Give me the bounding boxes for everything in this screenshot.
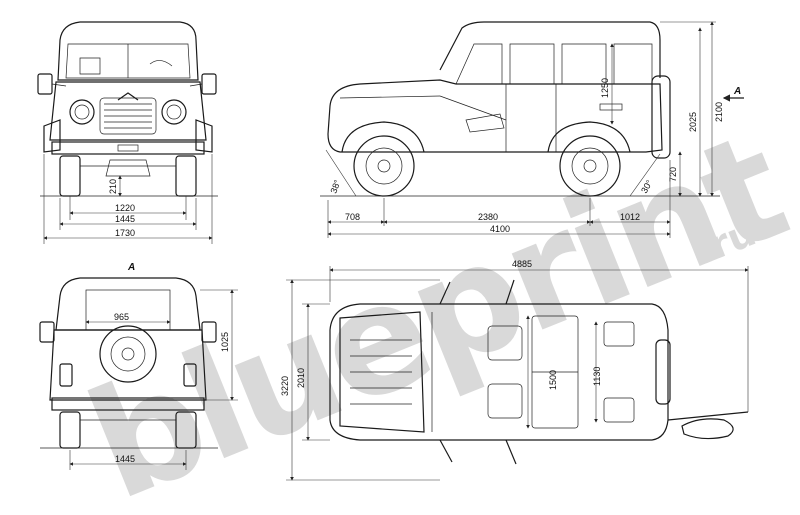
dim-front-track-outer: 1445 bbox=[115, 214, 135, 224]
watermark-text: blueprint bbox=[67, 100, 800, 515]
watermark: blueprint .ru bbox=[67, 100, 800, 515]
view-arrow-label: A bbox=[733, 86, 741, 97]
dim-rear-track: 1445 bbox=[115, 454, 135, 464]
rear-view-label: A bbox=[127, 262, 135, 273]
dim-side-height: 2025 bbox=[688, 112, 698, 132]
dim-window-height: 1250 bbox=[600, 78, 610, 98]
dim-top-width: 2010 bbox=[296, 368, 306, 388]
dim-front-track: 1220 bbox=[115, 203, 135, 213]
top-view: 4885 3220 2010 1500 1130 bbox=[280, 259, 749, 481]
dim-length: 4100 bbox=[490, 224, 510, 234]
dim-approach-angle: 38° bbox=[328, 178, 342, 195]
dim-top-width-mirrors: 3220 bbox=[280, 376, 290, 396]
dim-front-overhang: 708 bbox=[345, 212, 360, 222]
dim-front-clearance: 210 bbox=[108, 179, 118, 194]
rear-view: A 965 1025 1445 bbox=[39, 262, 238, 470]
dim-rear-door-height: 1025 bbox=[220, 332, 230, 352]
side-view: 38° 30° 1250 2025 2100 720 A 708 2380 10… bbox=[320, 21, 744, 238]
dim-sill-height: 720 bbox=[668, 167, 678, 182]
dim-side-height-total: 2100 bbox=[714, 102, 724, 122]
dim-top-length: 4885 bbox=[512, 259, 532, 269]
front-view: 210 1220 1445 1730 bbox=[37, 21, 218, 244]
dim-rear-overhang: 1012 bbox=[620, 212, 640, 222]
dim-wheelbase: 2380 bbox=[478, 212, 498, 222]
dim-cargo-width: 1130 bbox=[592, 367, 602, 386]
dim-front-width: 1730 bbox=[115, 228, 135, 238]
dim-rear-door-width: 965 bbox=[114, 312, 129, 322]
dim-cargo-length: 1500 bbox=[548, 370, 558, 390]
